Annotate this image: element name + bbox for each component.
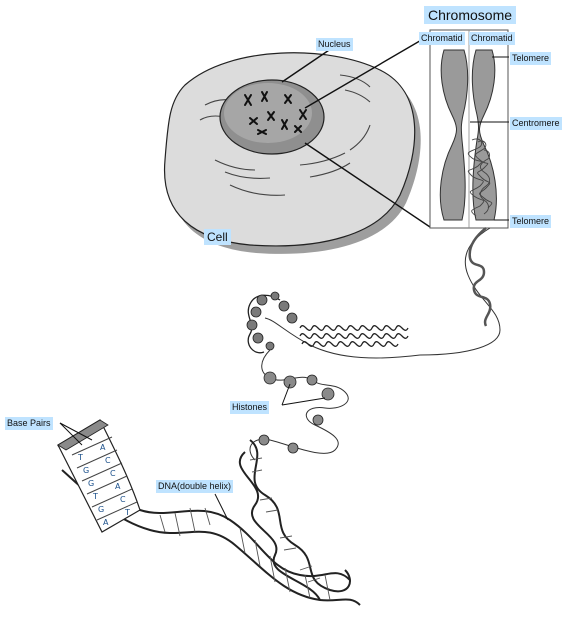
base-letter: G: [83, 466, 89, 475]
histones-label: Histones: [230, 401, 270, 414]
chromosome-label: Chromosome: [424, 6, 517, 24]
nucleus-label: Nucleus: [316, 38, 353, 51]
base-letter: A: [100, 443, 106, 452]
base-letter: C: [105, 456, 111, 465]
base-letter: T: [77, 453, 83, 462]
right-chromatid: [471, 49, 497, 221]
histone-pointers: [281, 383, 326, 406]
telomere-bottom-label: Telomere: [510, 215, 552, 228]
chromosome-pointers: [470, 56, 509, 221]
telomere-top-label: Telomere: [510, 52, 552, 65]
chromatid-right-label: Chromatid: [469, 32, 515, 45]
base-letter: T: [92, 492, 98, 501]
centromere-label: Centromere: [510, 117, 562, 130]
left-chromatid: [439, 49, 469, 221]
nucleosome-beads-upper: [246, 291, 298, 351]
chromatin-coil: [467, 138, 493, 217]
dna-pointer: [214, 493, 229, 521]
double-helix-right: [238, 439, 351, 601]
nucleus-chromosomes: [244, 91, 307, 135]
base-letter: T: [124, 508, 130, 517]
base-letters: T A G C G C T A G C A T: [77, 443, 130, 527]
cell-label: Cell: [204, 229, 231, 245]
dna-double-helix-label: DNA(double helix): [156, 480, 234, 493]
chromatid-left-label: Chromatid: [419, 32, 465, 45]
base-letter: C: [120, 495, 126, 504]
base-letter: A: [115, 482, 121, 491]
histone-beads: [258, 371, 335, 454]
chromosome-panel: [429, 29, 509, 229]
chromatin-strand: [264, 227, 501, 359]
base-letter: G: [88, 479, 94, 488]
base-pairs-label: Base Pairs: [5, 417, 53, 430]
base-letter: G: [98, 505, 104, 514]
base-letter: A: [103, 518, 109, 527]
cell-illustration: [163, 52, 421, 254]
base-pairs-pointers: [59, 422, 93, 446]
base-letter: C: [110, 469, 116, 478]
